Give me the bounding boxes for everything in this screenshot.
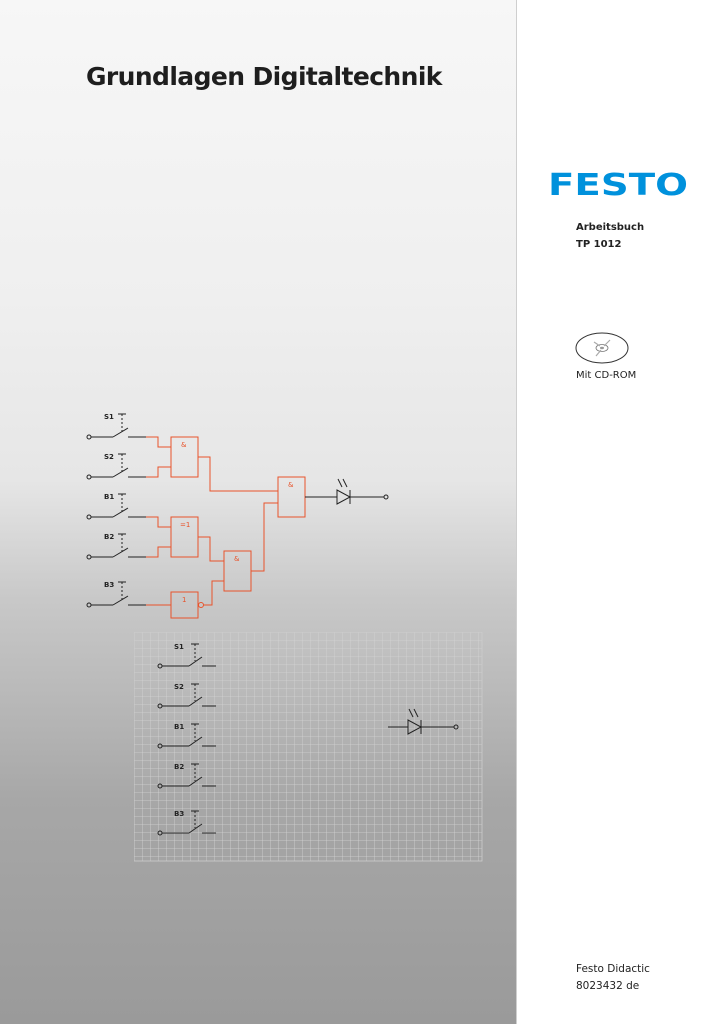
grid-led-icon	[388, 708, 459, 735]
gate-3-label: &	[234, 555, 240, 563]
grid-switch-s1	[157, 643, 216, 669]
order-number: 8023432 de	[576, 980, 640, 992]
not-gate-bubble	[198, 602, 204, 608]
label-s2: S2	[104, 453, 114, 461]
grid-label-s1: S1	[174, 643, 184, 651]
festo-logo-text: FESTO	[548, 170, 688, 198]
led-icon	[305, 478, 389, 505]
gate-4-label: 1	[182, 596, 186, 604]
label-b3: B3	[104, 581, 114, 589]
festo-logo: FESTO	[548, 170, 688, 198]
grid-label-b3: B3	[174, 810, 184, 818]
grid-switch-s2	[157, 683, 216, 709]
label-s1: S1	[104, 413, 114, 421]
cd-rom-label: Mit CD-ROM	[576, 370, 637, 381]
logic-circuit-diagram: S1 S2 B1 B2 B3 & =1 & 1 &	[86, 413, 389, 619]
switch-s1	[86, 413, 146, 440]
grid-label-b2: B2	[174, 763, 184, 771]
label-b2: B2	[104, 533, 114, 541]
switch-b3	[86, 581, 146, 608]
gate-2-label: =1	[180, 521, 190, 529]
publisher: Festo Didactic	[576, 963, 650, 975]
grid-switch-b1	[157, 723, 216, 749]
grid-label-b1: B1	[174, 723, 184, 731]
gate-1-label: &	[181, 441, 187, 449]
label-b1: B1	[104, 493, 114, 501]
grid-switch-b2	[157, 763, 216, 789]
grid-background	[134, 632, 483, 862]
book-code: TP 1012	[576, 239, 622, 250]
grid-label-s2: S2	[174, 683, 184, 691]
switch-b1	[86, 493, 146, 520]
switch-b2	[86, 533, 146, 560]
grid-switch-b3	[157, 810, 216, 836]
grid-circuit-diagram: S1 S2 B1 B2 B3	[134, 632, 483, 862]
switch-s2	[86, 453, 146, 480]
cd-rom-icon	[575, 332, 629, 364]
cover-right-panel	[516, 0, 724, 1024]
gate-5-label: &	[288, 481, 294, 489]
book-type: Arbeitsbuch	[576, 222, 645, 233]
cover-title: Grundlagen Digitaltechnik	[86, 62, 442, 91]
